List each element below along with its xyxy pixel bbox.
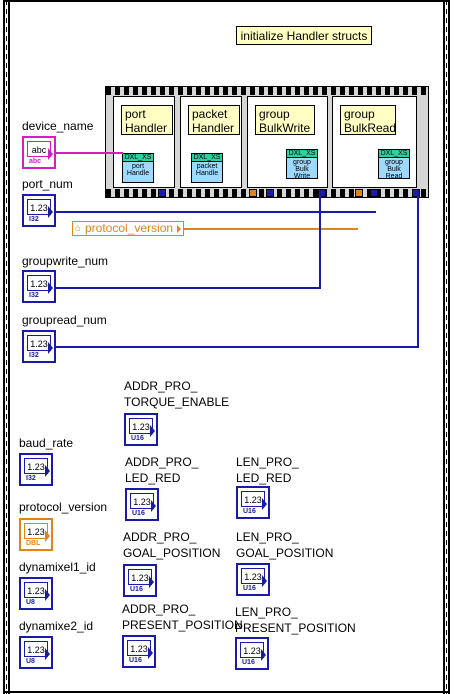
addr-present-position-label: ADDR_PRO_PRESENT_POSITION — [122, 602, 243, 632]
protocol-tunnel-1 — [249, 189, 257, 197]
protocol-version-control[interactable]: 1.23 DBL — [19, 518, 53, 551]
len-goal-position-control[interactable]: 1.23 U16 — [236, 563, 270, 596]
groupread-num-control[interactable]: 1.23 I32 — [22, 330, 56, 363]
addr-present-position-control[interactable]: 1.23 U16 — [122, 635, 156, 668]
groupwrite-num-wire-v — [319, 196, 321, 289]
port-num-control[interactable]: 1.23 I32 — [22, 194, 56, 227]
outer-frame-left-border — [3, 0, 10, 694]
groupread-num-wire-v — [417, 196, 419, 348]
groupread-num-wire-h — [56, 346, 419, 348]
groupread-num-label: groupread_num — [22, 313, 107, 327]
dynamixel1-id-label: dynamixel1_id — [19, 560, 96, 574]
port-num-tunnel — [158, 189, 166, 197]
addr-goal-position-control[interactable]: 1.23 U16 — [123, 564, 157, 597]
groupwrite-tunnel — [318, 189, 326, 197]
port-num-label: port_num — [22, 177, 73, 191]
outer-frame-right-border — [443, 0, 450, 694]
protocol-tunnel-2 — [355, 189, 363, 197]
protocol-version-local-variable[interactable]: ⌂protocol_version — [72, 221, 184, 236]
len-led-red-control[interactable]: 1.23 U16 — [236, 486, 270, 519]
port-num-wire — [56, 211, 376, 213]
len-present-position-label: LEN_PRO_PRESENT_POSITION — [235, 605, 356, 635]
addr-torque-enable-label: ADDR_PRO_TORQUE_ENABLE — [124, 379, 230, 409]
baud-rate-label: baud_rate — [19, 436, 74, 450]
device-name-wire — [56, 152, 123, 154]
dynamixel1-id-control[interactable]: 1.23 U8 — [19, 577, 53, 610]
groupwrite-num-control[interactable]: 1.23 I32 — [22, 270, 56, 303]
packet-handler-subvi[interactable]: DXL_XS packet Handle — [191, 153, 223, 183]
addr-goal-position-label: ADDR_PRO_GOAL_POSITION — [123, 530, 221, 560]
dynamixel2-id-control[interactable]: 1.23 U8 — [19, 636, 53, 669]
groupread-tunnel — [412, 189, 420, 197]
sequence-top-band — [106, 87, 428, 95]
addr-torque-enable-control[interactable]: 1.23 U16 — [124, 413, 158, 446]
len-led-red-label: LEN_PRO_LED_RED — [236, 455, 299, 485]
comment-box: initialize Handler structs — [236, 26, 372, 45]
group-bulkread-subvi[interactable]: DXL_XS group Bulk Read — [378, 149, 410, 179]
dynamixel2-id-label: dynamixe2_id — [19, 619, 94, 633]
addr-led-red-label: ADDR_PRO_LED_RED — [125, 455, 199, 485]
addr-led-red-control[interactable]: 1.23 U16 — [125, 488, 159, 521]
device-name-control[interactable]: abc abc — [22, 136, 56, 169]
groupwrite-num-wire-h — [56, 287, 321, 289]
len-goal-position-label: LEN_PRO_GOAL_POSITION — [236, 530, 334, 560]
protocol-version-label: protocol_version — [19, 500, 108, 514]
baud-rate-control[interactable]: 1.23 I32 — [19, 453, 53, 486]
outer-frame-top-border — [3, 0, 450, 2]
len-present-position-control[interactable]: 1.23 U16 — [235, 637, 269, 670]
groupwrite-num-label: groupwrite_num — [22, 254, 109, 268]
port-num-tunnel-2 — [266, 189, 274, 197]
port-handler-subvi[interactable]: DXL_XS port Handle — [122, 153, 154, 183]
port-num-tunnel-3 — [370, 189, 378, 197]
protocol-version-wire — [184, 228, 358, 230]
outer-frame-bottom-border — [3, 691, 450, 693]
device-name-label: device_name — [22, 119, 94, 133]
group-bulkwrite-subvi[interactable]: DXL_XS group Bulk Write — [286, 149, 318, 179]
